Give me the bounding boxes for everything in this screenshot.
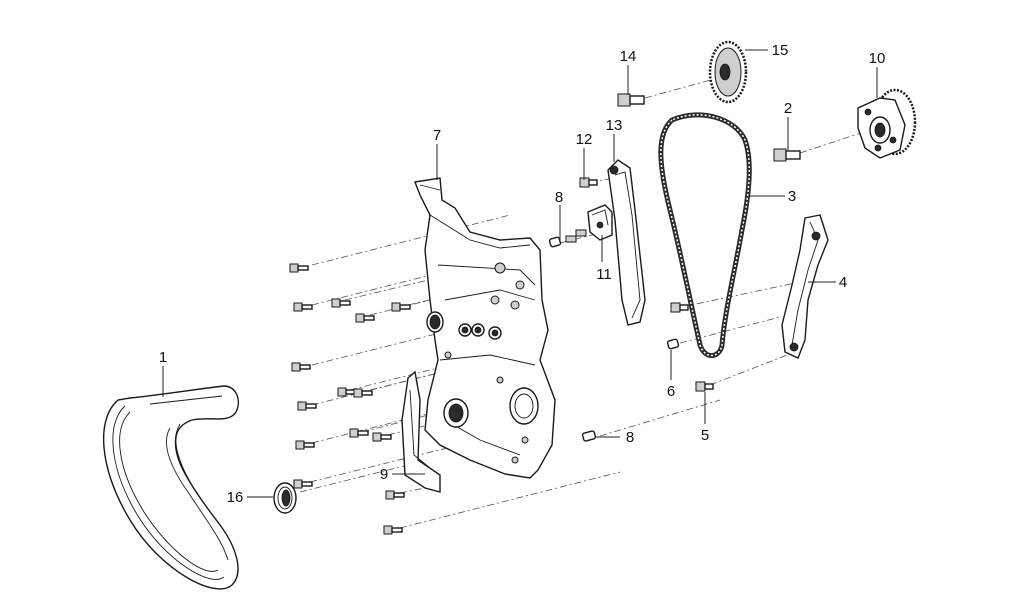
timing-chain <box>658 112 752 358</box>
part-label-8-lower: 8 <box>626 429 634 446</box>
cam-sprocket <box>708 40 748 104</box>
part-label-4: 4 <box>839 274 847 291</box>
part-label-3: 3 <box>788 188 796 205</box>
part-label-16: 16 <box>227 489 244 506</box>
part-label-5: 5 <box>701 427 709 444</box>
guide-bolt-5 <box>695 381 714 392</box>
part-label-1: 1 <box>159 349 167 366</box>
part-label-7: 7 <box>433 127 441 144</box>
dowel-pins <box>548 236 680 442</box>
part-label-6: 6 <box>667 383 675 400</box>
leader-lines <box>162 49 878 498</box>
cover-oring <box>426 311 444 333</box>
part-number-labels: 1 2 3 4 5 6 7 8 8 9 10 11 12 13 14 15 16 <box>159 42 886 506</box>
part-label-13: 13 <box>606 117 623 134</box>
serpentine-belt <box>102 385 240 590</box>
sprocket-bolt-2 <box>773 148 801 162</box>
part-label-15: 15 <box>772 42 789 59</box>
part-label-14: 14 <box>620 48 637 65</box>
part-label-11: 11 <box>596 266 612 283</box>
part-label-2: 2 <box>784 100 792 117</box>
cam-phaser <box>857 88 917 159</box>
part-label-10: 10 <box>869 50 886 67</box>
part-label-12: 12 <box>576 131 593 148</box>
part-label-8-upper: 8 <box>555 189 563 206</box>
tensioner-guide <box>607 159 646 326</box>
cover-bolts <box>289 263 411 535</box>
sprocket-bolt-14 <box>617 93 645 107</box>
timing-cover <box>414 177 556 479</box>
guide-bolt-upper <box>670 302 689 313</box>
fixed-chain-guide <box>781 214 829 359</box>
part-label-9: 9 <box>380 466 388 483</box>
crankshaft-seal <box>273 482 297 514</box>
chain-tensioner <box>565 204 613 243</box>
guide-bolt-12 <box>579 177 598 188</box>
engine-bracket <box>401 370 441 493</box>
